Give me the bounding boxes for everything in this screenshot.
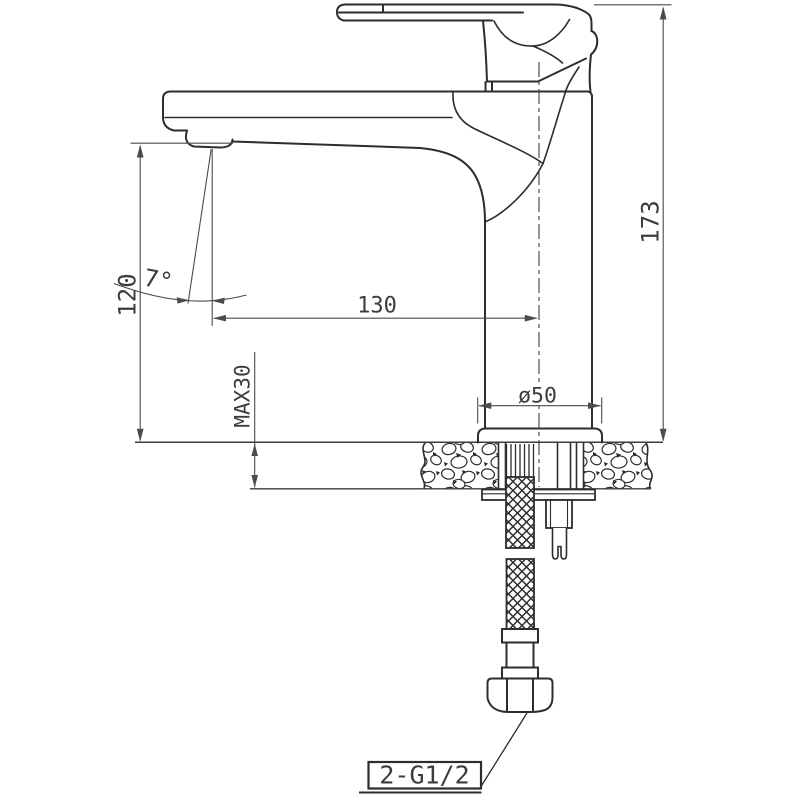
body-blend-curve-right xyxy=(542,66,580,165)
dim-base-diameter-text: ø50 xyxy=(518,384,557,409)
dimension-130: 130 xyxy=(211,149,538,326)
handle-detail-curves xyxy=(493,18,571,64)
stud-rod-fill xyxy=(552,528,567,550)
dimension-diameter-50: ø50 xyxy=(477,384,603,424)
arrow-right-icon xyxy=(176,297,190,304)
hose-tube xyxy=(505,641,535,669)
dim-total-height-text: 173 xyxy=(637,200,665,243)
counter-slab-left xyxy=(421,443,498,489)
handle-right-lower-edge xyxy=(588,53,592,93)
stud-sleeve-lines xyxy=(549,500,569,528)
mounting-hardware xyxy=(481,442,596,713)
arrow-up-icon xyxy=(659,6,667,20)
dim-angle-text: 7° xyxy=(142,264,175,297)
handle-blend-curve xyxy=(493,18,571,47)
braided-hose-upper xyxy=(505,476,535,549)
arrow-left-icon xyxy=(478,402,492,409)
body-blend-curve-top xyxy=(452,91,544,165)
handle-neck-stub xyxy=(484,81,493,93)
arrow-down-icon xyxy=(659,428,667,442)
arrow-left-icon xyxy=(213,314,226,322)
arrow-down-icon xyxy=(251,475,258,488)
stud-fork-end xyxy=(551,527,568,560)
dim-spout-height-text: 120 xyxy=(114,273,142,316)
arrow-down-icon xyxy=(136,428,144,442)
lever-top-outline xyxy=(336,3,593,32)
dim-spout-reach-text: 130 xyxy=(357,294,397,319)
dimension-120: 120 xyxy=(114,142,233,442)
dimension-angle-7deg: 7° xyxy=(113,148,247,304)
label-box xyxy=(367,760,483,790)
dimension-173: 173 xyxy=(594,4,672,442)
spout-underside xyxy=(231,140,486,430)
arrow-left-icon xyxy=(211,297,225,304)
handle-side-bump xyxy=(590,30,599,56)
braided-hose-lower xyxy=(505,558,535,630)
spout-top-edge xyxy=(162,90,593,430)
leader-line xyxy=(480,712,528,787)
counter-slab-right xyxy=(583,443,653,489)
hose-collar-lower xyxy=(501,666,539,680)
base-flange xyxy=(477,427,603,444)
connection-callout: 2-G1/2 xyxy=(359,712,528,794)
arrow-up-icon xyxy=(136,144,144,158)
hose-collar-upper xyxy=(501,628,539,644)
lever-handle xyxy=(336,3,599,93)
body-blend-curve-bottom xyxy=(484,162,544,223)
arrow-right-icon xyxy=(588,402,601,409)
dim-text-mask xyxy=(520,385,556,403)
backing-washer xyxy=(481,488,596,501)
counter-break-edge-left xyxy=(420,442,426,490)
hex-nut xyxy=(486,677,554,713)
handle-left-edge xyxy=(482,20,488,83)
counter-break-edge-right xyxy=(645,442,653,490)
dimension-max30: MAX30 xyxy=(231,352,258,488)
connection-label-text: 2-G1/2 xyxy=(379,761,469,790)
body-detail-curves xyxy=(164,66,580,223)
shank-thread-hatch xyxy=(505,444,535,477)
handle-blend-curve-2 xyxy=(532,45,564,64)
threaded-shank xyxy=(497,442,585,490)
arrow-right-icon xyxy=(524,314,538,322)
arrow-up-icon xyxy=(251,443,258,456)
countertop-section xyxy=(135,441,663,490)
hex-nut-facets xyxy=(506,677,534,713)
dim-max-deck-text: MAX30 xyxy=(231,364,255,427)
spout-front-edge xyxy=(162,98,188,132)
handle-bottom-slant xyxy=(537,57,587,83)
stud-sleeve xyxy=(545,499,573,529)
aerator xyxy=(184,129,234,149)
